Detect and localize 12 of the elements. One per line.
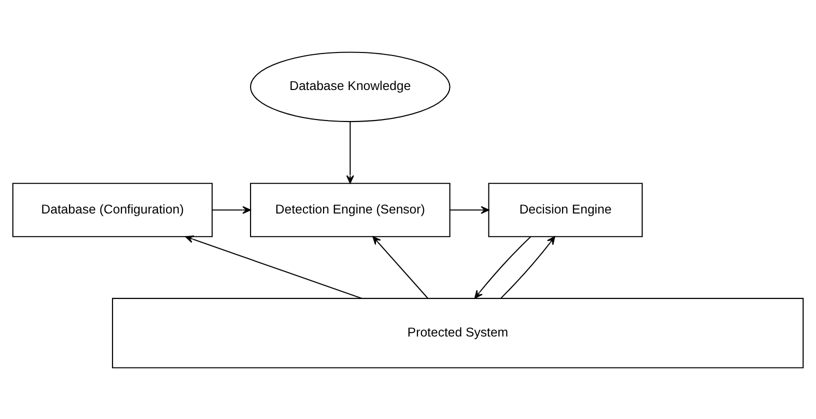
arrow (212, 206, 251, 214)
node-box: Detection Engine (Sensor) (250, 182, 450, 237)
arrow (372, 236, 428, 298)
arrow (450, 206, 490, 214)
arrow (474, 236, 531, 298)
node-box: Decision Engine (488, 182, 643, 237)
node-box: Database (Configuration) (12, 182, 213, 237)
arrow (185, 234, 362, 298)
arrow (346, 121, 354, 184)
node-box: Protected System (112, 297, 804, 368)
node-ellipse: Database Knowledge (250, 51, 450, 122)
arrow (500, 236, 556, 298)
